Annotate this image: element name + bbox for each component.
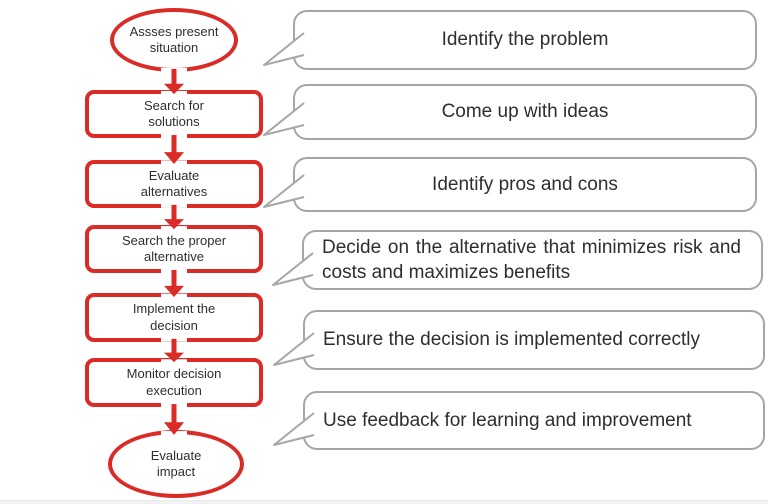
callout-tail — [273, 412, 315, 446]
callout-tail — [273, 332, 315, 366]
flow-step-evaluate-alternatives: Evaluate alternatives — [85, 160, 263, 208]
flow-step-label: Evaluate alternatives — [140, 167, 208, 199]
callout-use-feedback: Use feedback for learning and improvemen… — [273, 391, 765, 450]
flow-step-label: Search the proper alternative — [121, 232, 227, 264]
flow-step-monitor-decision-execution: Monitor decision execution — [85, 358, 263, 407]
callout-text: Use feedback for learning and improvemen… — [323, 409, 692, 431]
flow-step-label: Implement the decision — [132, 301, 216, 333]
flow-step-evaluate-impact: Evaluate impact — [108, 430, 244, 498]
callout-identify-problem: Identify the problem — [263, 10, 757, 70]
down-arrow-icon — [161, 68, 187, 95]
down-arrow-icon — [161, 204, 187, 230]
callout-come-up-with-ideas: Come up with ideas — [263, 84, 757, 140]
down-arrow-icon — [161, 338, 187, 363]
callout-tail — [263, 174, 305, 208]
callout-tail — [263, 102, 305, 136]
flow-step-implement-decision: Implement the decision — [85, 293, 263, 342]
callout-text: Ensure the decision is implemented corre… — [323, 329, 701, 351]
flow-step-label: Evaluate impact — [150, 447, 202, 479]
down-arrow-icon — [161, 134, 187, 165]
down-arrow-icon — [161, 403, 187, 436]
flow-step-label: Assses present situation — [129, 23, 219, 55]
flow-step-label: Search for solutions — [144, 97, 204, 129]
callout-decide-alternative: Decide on the alternative that minimizes… — [272, 230, 763, 290]
callout-tail — [272, 252, 314, 286]
bottom-edge-line — [0, 500, 768, 504]
flow-step-search-proper-alternative: Search the proper alternative — [85, 225, 263, 273]
callout-text: Decide on the alternative that minimizes… — [322, 236, 741, 283]
flow-step-search-for-solutions: Search for solutions — [85, 90, 263, 138]
callout-identify-pros-cons: Identify pros and cons — [263, 157, 757, 212]
callout-ensure-implemented: Ensure the decision is implemented corre… — [273, 310, 765, 370]
flow-step-label: Monitor decision execution — [126, 366, 222, 398]
callout-text: Identify the problem — [441, 29, 609, 51]
callout-tail — [263, 32, 305, 66]
down-arrow-icon — [161, 269, 187, 298]
callout-text: Come up with ideas — [441, 101, 609, 123]
callout-text: Identify pros and cons — [432, 173, 618, 195]
flow-step-assess-present-situation: Assses present situation — [110, 8, 238, 72]
